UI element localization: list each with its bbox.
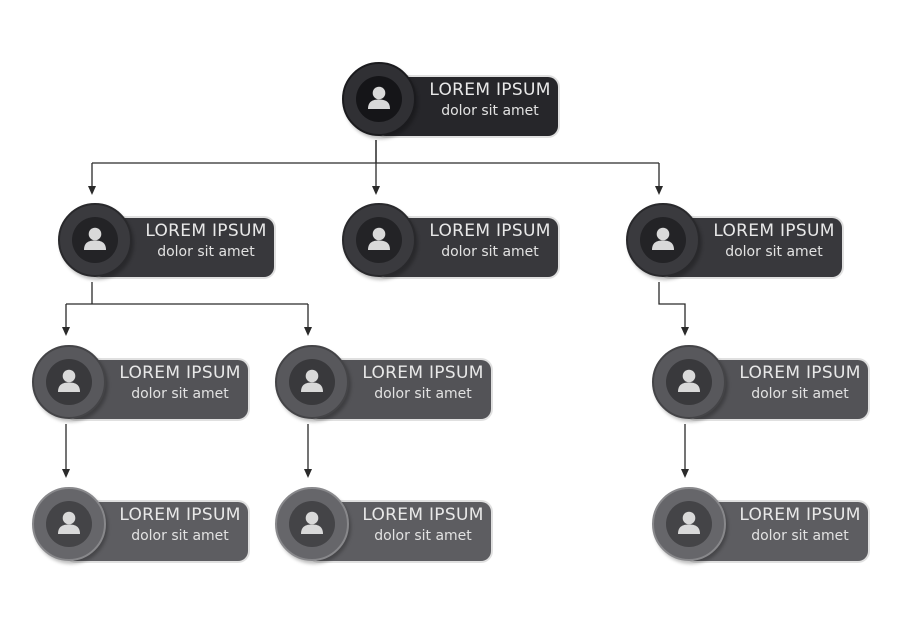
org-node-b1-c1: LOREM IPSUM dolor sit amet (32, 345, 250, 425)
node-title: LOREM IPSUM (429, 80, 551, 100)
arrowhead (304, 469, 312, 478)
node-subtitle: dolor sit amet (157, 244, 255, 260)
node-title: LOREM IPSUM (739, 505, 861, 525)
arrowhead (372, 186, 380, 195)
person-icon (72, 217, 118, 263)
org-node-root: LOREM IPSUM dolor sit amet (342, 62, 560, 142)
node-subtitle: dolor sit amet (751, 528, 849, 544)
arrowhead (304, 327, 312, 336)
person-icon (356, 76, 402, 122)
arrowhead (681, 469, 689, 478)
arrowhead (655, 186, 663, 195)
person-icon (46, 501, 92, 547)
arrowhead (62, 327, 70, 336)
node-subtitle: dolor sit amet (441, 103, 539, 119)
avatar (342, 203, 416, 277)
org-node-b1-c2-d: LOREM IPSUM dolor sit amet (275, 487, 493, 567)
avatar (626, 203, 700, 277)
org-node-b3-c1: LOREM IPSUM dolor sit amet (652, 345, 870, 425)
arrowhead (62, 469, 70, 478)
node-subtitle: dolor sit amet (751, 386, 849, 402)
node-title: LOREM IPSUM (739, 363, 861, 383)
node-subtitle: dolor sit amet (374, 386, 472, 402)
node-title: LOREM IPSUM (713, 221, 835, 241)
avatar (32, 487, 106, 561)
node-title: LOREM IPSUM (362, 505, 484, 525)
node-subtitle: dolor sit amet (131, 528, 229, 544)
arrowhead (88, 186, 96, 195)
person-icon (289, 501, 335, 547)
org-node-b1-c2: LOREM IPSUM dolor sit amet (275, 345, 493, 425)
node-subtitle: dolor sit amet (441, 244, 539, 260)
node-title: LOREM IPSUM (429, 221, 551, 241)
node-title: LOREM IPSUM (362, 363, 484, 383)
avatar (58, 203, 132, 277)
node-title: LOREM IPSUM (119, 505, 241, 525)
person-icon (46, 359, 92, 405)
person-icon (666, 501, 712, 547)
avatar (652, 345, 726, 419)
arrowhead (681, 327, 689, 336)
person-icon (356, 217, 402, 263)
connector-to-b3-c1 (658, 282, 686, 334)
avatar (275, 487, 349, 561)
person-icon (666, 359, 712, 405)
org-node-b1-c1-d: LOREM IPSUM dolor sit amet (32, 487, 250, 567)
node-title: LOREM IPSUM (119, 363, 241, 383)
avatar (342, 62, 416, 136)
avatar (652, 487, 726, 561)
avatar (275, 345, 349, 419)
org-node-b2: LOREM IPSUM dolor sit amet (342, 203, 560, 283)
org-node-b1: LOREM IPSUM dolor sit amet (58, 203, 276, 283)
node-title: LOREM IPSUM (145, 221, 267, 241)
person-icon (640, 217, 686, 263)
org-node-b3: LOREM IPSUM dolor sit amet (626, 203, 844, 283)
avatar (32, 345, 106, 419)
org-node-b3-c1-d: LOREM IPSUM dolor sit amet (652, 487, 870, 567)
node-subtitle: dolor sit amet (131, 386, 229, 402)
person-icon (289, 359, 335, 405)
node-subtitle: dolor sit amet (725, 244, 823, 260)
node-subtitle: dolor sit amet (374, 528, 472, 544)
